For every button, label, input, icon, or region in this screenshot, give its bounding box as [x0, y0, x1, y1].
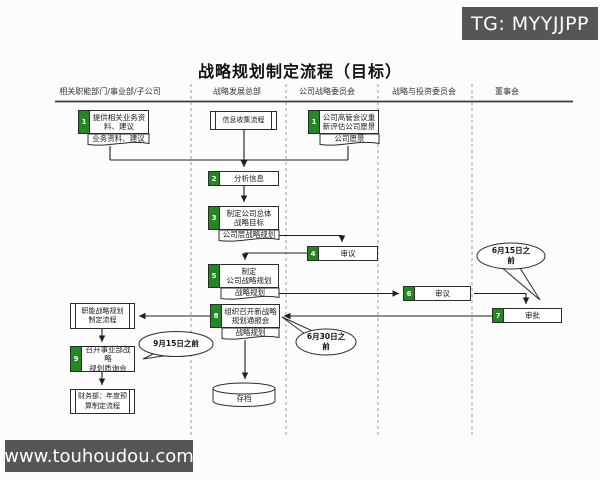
process-info-collection: 信息收集流程 [210, 111, 277, 130]
step-number: 7 [493, 309, 504, 322]
step-number: 9 [71, 347, 82, 371]
step-label: 审批 [525, 310, 540, 320]
step-7-board-approval: 7 审批 [492, 308, 562, 323]
step-6-investment-review: 6 审议 [403, 286, 471, 301]
document-label-corporate-level-plan: 公司层战略规划 [222, 230, 276, 239]
callout-june15-bubble [476, 242, 546, 270]
step-number: 3 [209, 207, 220, 229]
lane-header-strategy-hq: 战略发展总部 [213, 87, 261, 96]
lane-header-departments: 相关职能部门/事业部/子公司 [59, 87, 161, 96]
callout-june30-bubble [295, 328, 357, 356]
step-1-provide-materials: 1 提供相关业务资 料、建议 [78, 110, 149, 134]
site-watermark: www.touhoudou.com [4, 440, 194, 472]
step-label: 组织召开新战略 规划通报会 [224, 306, 277, 325]
step-label: 审议 [340, 248, 356, 258]
lane-header-investment-committee: 战略与投资委员会 [392, 87, 456, 96]
page-title: 战略规划制定流程（目标） [197, 62, 402, 81]
connector-lines [98, 130, 530, 385]
step-4-committee-review: 4 审议 [307, 246, 378, 261]
callout-june15-tail [498, 265, 541, 301]
step-3-set-overall-goals: 3 制定公司总体 战略目标 [208, 206, 279, 230]
document-label-strategic-plan-1: 战略规划 [235, 288, 265, 297]
connector-review6-to-approve [474, 292, 530, 304]
document-corporate-level-plan [218, 229, 280, 242]
step-label: 分析信息 [234, 173, 264, 183]
step-number: 6 [404, 287, 415, 300]
document-company-vision [319, 133, 380, 146]
step-label: 制定 公司战略规划 [226, 266, 272, 285]
step-8-briefing-meeting: 8 组织召开新战略 规划通报会 [210, 304, 280, 328]
document-shapes [87, 133, 380, 340]
step-1-executive-vision-review: 1 公司高管会议重 新评估公司愿景 [308, 110, 379, 134]
archive-cylinder-top [212, 382, 276, 395]
document-strategic-plan-1 [220, 287, 280, 300]
process-annual-budget: 财务部：年度预 算制定流程 [70, 389, 135, 414]
lane-header-board: 董事会 [495, 87, 519, 96]
callout-label-sept15: 9月15日之前 [153, 339, 199, 349]
step-label: 提供相关业务资 料、建议 [92, 112, 146, 131]
step-number: 1 [309, 111, 320, 133]
callout-sept15-bubble [138, 331, 214, 357]
step-number: 4 [308, 247, 319, 260]
document-label-company-vision: 公司愿景 [334, 134, 365, 143]
step-number: 1 [79, 111, 90, 133]
step-number: 8 [211, 305, 222, 327]
step-label: 公司高管会议重 新评估公司愿景 [322, 112, 376, 131]
document-strategic-plan-2 [221, 327, 280, 340]
callout-label-june15: 6月15日之 前 [491, 246, 531, 265]
tg-watermark-badge: TG: MYYJJPP [462, 7, 598, 40]
step-label: 审议 [435, 288, 450, 298]
archive-cylinder [212, 382, 276, 407]
archive-label: 存档 [236, 394, 252, 403]
document-business-materials [87, 133, 150, 146]
callout-label-june30: 6月30日之 前 [306, 332, 346, 351]
step-5-make-strategic-plan: 5 制定 公司战略规划 [208, 264, 279, 288]
callout-bubbles [138, 242, 546, 360]
document-label-strategic-plan-2: 战略规划 [235, 328, 266, 337]
step-2-analyze-information: 2 分析信息 [208, 171, 279, 186]
step-label: 制定公司总体 战略目标 [226, 208, 272, 227]
step-number: 5 [209, 265, 220, 287]
document-label-business-materials: 业务资料、建议 [92, 134, 145, 143]
connector-plan-to-review4 [279, 234, 346, 242]
connector-review4-to-make-plan [241, 252, 307, 260]
step-9-inquiry-meeting: 9 召开事业部战略 规划质询会 [70, 344, 135, 373]
step-number: 2 [209, 172, 220, 185]
process-functional-planning: 职能战略规划 制定流程 [70, 303, 135, 329]
lane-header-strategy-committee: 公司战略委员会 [299, 87, 355, 96]
step-label: 召开事业部战略 规划质询会 [85, 344, 131, 373]
